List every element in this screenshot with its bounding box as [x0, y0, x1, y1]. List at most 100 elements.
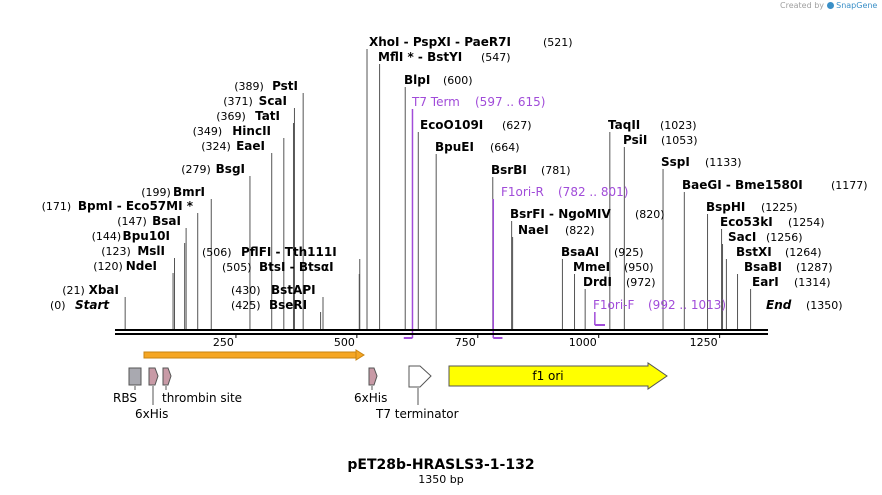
- end-label: End: [766, 298, 792, 312]
- site-name-mmei: MmeI: [573, 260, 610, 274]
- site-name-bsphi: BspHI: [706, 200, 745, 214]
- site-name-blpi: BlpI: [404, 73, 430, 87]
- site-pos-psii: (1053): [661, 134, 698, 147]
- site-name-psti: PstI: [272, 79, 298, 93]
- site-pos-pflfi-tth111i: (506): [202, 246, 232, 259]
- start-position: (0): [50, 299, 66, 312]
- his-left-label: 6xHis: [135, 407, 168, 421]
- site-pos-scai: (371): [223, 95, 253, 108]
- site-pos-bstapi: (430): [231, 284, 261, 297]
- site-name-taqii: TaqII: [608, 118, 640, 132]
- primer-layer: T7 Term(597 .. 615)F1ori-R(782 .. 801)F1…: [403, 95, 726, 339]
- start-label: Start: [75, 298, 110, 312]
- rbs-feature: [128, 367, 142, 386]
- snapgene-credit: Created by SnapGene: [780, 1, 877, 10]
- primer-name-f1ori-r: F1ori-R: [501, 185, 544, 199]
- site-name-xhoi-pspxi-paer7i: XhoI - PspXI - PaeR7I: [369, 35, 511, 49]
- credit-brand: SnapGene: [836, 1, 878, 10]
- site-name-bsgi: BsgI: [216, 162, 245, 176]
- site-name-xbai: XbaI: [89, 283, 119, 297]
- orf-arrow: [143, 349, 365, 361]
- site-name-bsaai: BsaAI: [561, 245, 599, 259]
- site-name-bsai: BsaI: [152, 214, 181, 228]
- site-name-drdi: DrdI: [583, 275, 612, 289]
- site-pos-msli: (123): [101, 245, 131, 258]
- tick-label: 750: [455, 336, 476, 349]
- site-pos-blpi: (600): [443, 74, 473, 87]
- rbs-label: RBS: [113, 391, 137, 405]
- site-labels: PstI (389)ScaI (371)TatI (369)HincII (349) Ea…: [42, 35, 868, 312]
- site-pos-drdi: (972): [626, 276, 656, 289]
- site-lines: [124, 49, 752, 329]
- site-name-scai: ScaI: [259, 94, 287, 108]
- site-pos-bsrfi-ngomiv: (820): [635, 208, 665, 221]
- site-name-baegi-bme1580i: BaeGI - Bme1580I: [682, 178, 803, 192]
- site-name-ndei: NdeI: [126, 259, 157, 273]
- primer-range-f1ori-f: (992 .. 1013): [648, 298, 726, 312]
- site-pos-hincii: (349): [193, 125, 223, 138]
- site-name-eaei: EaeI: [236, 139, 265, 153]
- t7-terminator-label: T7 terminator: [375, 407, 459, 421]
- site-name-bmri: BmrI: [173, 185, 205, 199]
- site-pos-taqii: (1023): [660, 119, 697, 132]
- thrombin-label: thrombin site: [162, 391, 242, 405]
- thrombin-site-feature: [162, 367, 172, 386]
- site-name-psii: PsiI: [623, 133, 647, 147]
- tick-label: 1250: [690, 336, 718, 349]
- site-name-bsrfi-ngomiv: BsrFI - NgoMIV: [510, 207, 611, 221]
- snapgene-logo-icon: [826, 2, 834, 9]
- site-name-sspi: SspI: [661, 155, 690, 169]
- site-pos-bsrbi: (781): [541, 164, 571, 177]
- site-name-mfli-bstyi: MflI * - BstYI: [378, 50, 462, 64]
- site-pos-eaei: (324): [201, 140, 231, 153]
- credit-prefix: Created by: [780, 1, 825, 10]
- site-pos-ndei: (120): [93, 260, 123, 273]
- site-name-ecoo109i: EcoO109I: [420, 118, 483, 132]
- site-name-eco53ki: Eco53kI: [720, 215, 773, 229]
- tick-label: 250: [213, 336, 234, 349]
- site-name-saci: SacI: [728, 230, 756, 244]
- site-pos-bsgi: (279): [181, 163, 211, 176]
- site-pos-psti: (389): [234, 80, 264, 93]
- site-name-msli: MslI: [137, 244, 165, 258]
- site-pos-baegi-bme1580i: (1177): [831, 179, 868, 192]
- tick-label: 1000: [569, 336, 597, 349]
- site-name-eari: EarI: [752, 275, 779, 289]
- primer-name-t7-term: T7 Term: [411, 95, 460, 109]
- site-name-bsrbi: BsrBI: [491, 163, 527, 177]
- map-subtitle: 1350 bp: [418, 473, 463, 486]
- site-pos-eari: (1314): [794, 276, 831, 289]
- site-pos-ecoo109i: (627): [502, 119, 532, 132]
- primer-range-f1ori-r: (782 .. 801): [558, 185, 628, 199]
- site-pos-btsi-bts-i: (505): [222, 261, 252, 274]
- his-tag-left-feature: [148, 367, 159, 386]
- site-pos-bseri: (425): [231, 299, 261, 312]
- site-pos-mfli-bstyi: (547): [481, 51, 511, 64]
- site-name-bsabi: BsaBI: [744, 260, 782, 274]
- site-name-bseri: BseRI: [269, 298, 307, 312]
- primer-name-f1ori-f: F1ori-F: [593, 298, 634, 312]
- site-name-tati: TatI: [255, 109, 280, 123]
- t7-terminator-feature: [408, 365, 432, 388]
- site-pos-xhoi-pspxi-paer7i: (521): [543, 36, 573, 49]
- site-pos-bsai: (147): [117, 215, 147, 228]
- site-name-naei: NaeI: [518, 223, 549, 237]
- site-pos-bpuei: (664): [490, 141, 520, 154]
- site-name-bstapi: BstAPI: [271, 283, 316, 297]
- site-name-bstxi: BstXI: [736, 245, 772, 259]
- his-right-label: 6xHis: [354, 391, 387, 405]
- site-pos-bsabi: (1287): [796, 261, 833, 274]
- site-name-btsi-bts-i: BtsI - BtsαI: [259, 260, 334, 274]
- site-pos-tati: (369): [216, 110, 246, 123]
- site-pos-mmei: (950): [624, 261, 654, 274]
- site-name-hincii: HincII: [232, 124, 271, 138]
- site-pos-saci: (1256): [766, 231, 803, 244]
- map-title: pET28b-HRASLS3-1-132: [347, 457, 534, 473]
- site-pos-xbai: (21): [62, 284, 85, 297]
- site-name-bpu10i: Bpu10I: [123, 229, 170, 243]
- site-pos-bstxi: (1264): [785, 246, 822, 259]
- site-name-bpuei: BpuEI: [435, 140, 474, 154]
- site-pos-naei: (822): [565, 224, 595, 237]
